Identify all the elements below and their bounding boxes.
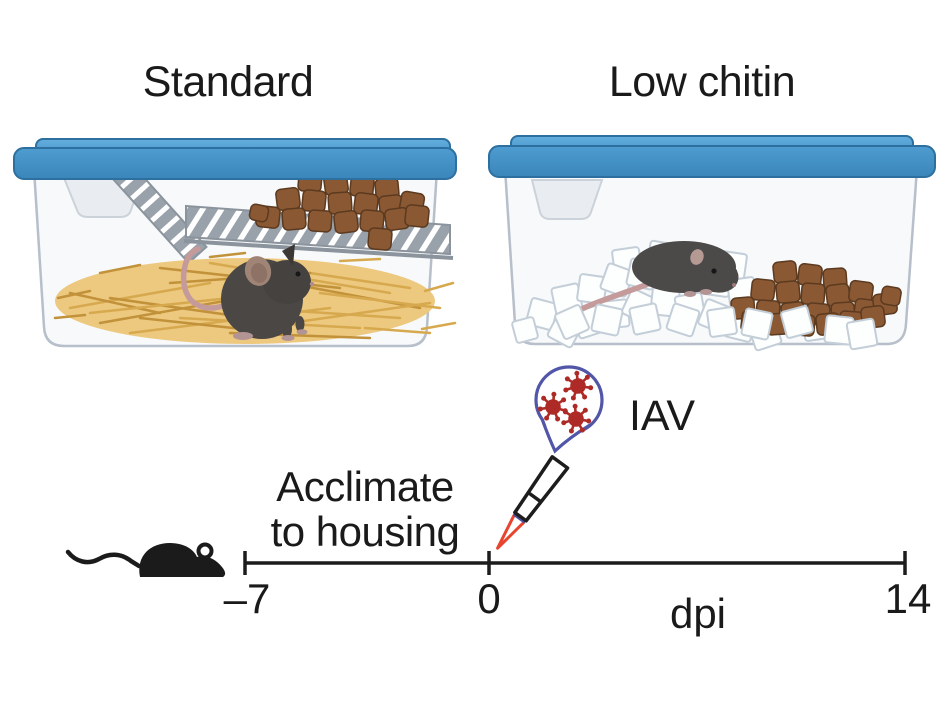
mouse-standard	[180, 244, 315, 341]
tick-label-0: 0	[477, 575, 501, 622]
panel-title-low-chitin: Low chitin	[608, 58, 796, 106]
acclimate-line-1: Acclimate	[276, 463, 454, 510]
water-bottle-recess	[530, 179, 604, 220]
mouse-front-leg-2	[295, 316, 305, 332]
tick-label-minus7: –7	[223, 575, 271, 622]
acclimate-line-2: to housing	[270, 508, 460, 555]
silhouette-tail	[65, 549, 142, 569]
axis-unit-label: dpi	[669, 590, 727, 637]
mouse-foot	[281, 335, 295, 341]
mouse-head	[263, 260, 311, 304]
pipette-tip	[496, 514, 526, 550]
mouse-snout	[708, 261, 735, 286]
cage-lid-main-bar	[13, 147, 457, 180]
mouse-hind-foot	[233, 332, 253, 340]
mouse-paw	[700, 289, 712, 295]
mouse-nose	[732, 283, 736, 287]
paper-bedding-front	[554, 302, 879, 351]
pipette-divider	[527, 491, 543, 504]
iav-inoculation-illustration	[496, 365, 604, 550]
mouse-ear-inner	[250, 263, 268, 283]
standard-cage-illustration	[13, 138, 457, 348]
timeline-axis	[65, 542, 907, 577]
mouse-eye	[295, 271, 301, 277]
mouse-silhouette	[65, 542, 226, 577]
cage-lid-main-bar	[488, 145, 936, 178]
axis	[243, 551, 907, 575]
mouse-tail	[180, 246, 237, 311]
acclimate-label: Acclimate to housing	[210, 464, 520, 554]
tick-label-14: 14	[884, 575, 932, 622]
mouse-eye	[711, 268, 717, 274]
mouse-paw-2	[684, 291, 696, 297]
iav-label: IAV	[628, 392, 696, 440]
virus-bubble	[534, 365, 604, 454]
mouse-ear-right	[282, 244, 295, 266]
low-chitin-cage-illustration	[488, 135, 936, 352]
mouse-nose	[309, 281, 315, 287]
virus-particles	[537, 370, 594, 434]
silhouette-ear	[196, 542, 214, 560]
bubble-tail	[540, 417, 592, 454]
mouse-foot-2	[296, 329, 308, 335]
mouse-front-leg	[282, 320, 292, 338]
shelf-support-bar	[183, 239, 454, 260]
silhouette-body	[139, 543, 226, 577]
pipette-body	[513, 455, 570, 523]
pipette	[496, 455, 570, 550]
mouse-low-chitin	[569, 241, 739, 319]
mouse-ear-inner	[690, 249, 704, 265]
panel-title-standard: Standard	[142, 58, 314, 106]
